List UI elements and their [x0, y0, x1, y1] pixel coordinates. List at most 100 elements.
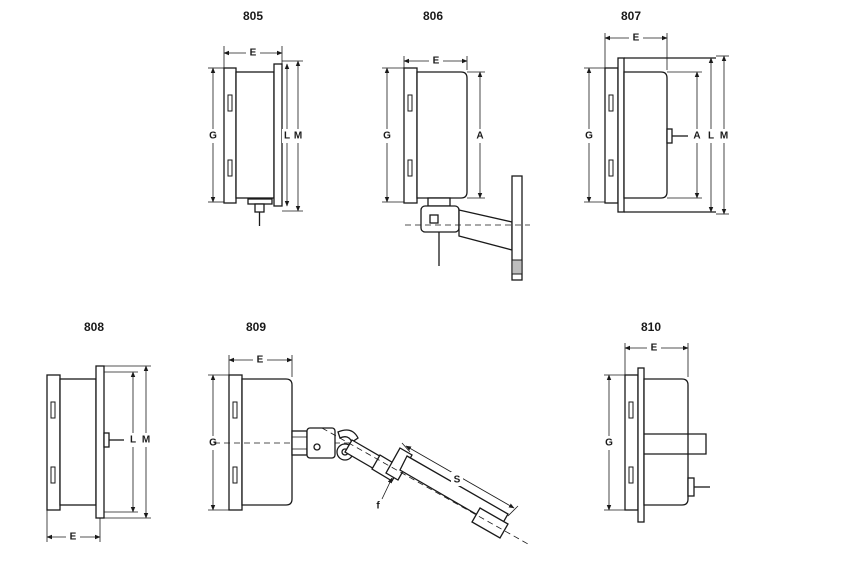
dim-m-808: M — [104, 365, 153, 519]
dim-m-807: M — [716, 55, 731, 215]
front-bezel-808 — [46, 374, 61, 511]
dim-a-806: A — [467, 71, 486, 199]
process-flange-806 — [420, 205, 460, 233]
mount-slot-810 — [628, 466, 634, 484]
stem-nut-805 — [254, 203, 265, 213]
mount-slot-806 — [407, 159, 413, 177]
back-boss-807 — [666, 128, 673, 144]
back-flange-805 — [273, 63, 283, 207]
dim-e-807: E — [604, 31, 668, 70]
bolt-806 — [429, 214, 439, 224]
title-806: 806 — [423, 9, 443, 23]
title-810: 810 — [641, 320, 661, 334]
dim-g-805: G — [207, 67, 224, 203]
dim-e-805: E — [223, 46, 283, 68]
dim-e-808: E — [46, 510, 101, 543]
case-body-808 — [59, 378, 97, 506]
figure-809: 809 E G — [207, 320, 529, 545]
label-e-808: E — [70, 532, 77, 543]
front-bezel-807 — [604, 67, 619, 204]
mount-slot-807 — [608, 94, 614, 112]
label-e-809: E — [257, 355, 264, 366]
dim-a-807: A — [667, 71, 703, 199]
title-809: 809 — [246, 320, 266, 334]
mount-slot-808 — [50, 401, 56, 419]
mount-slot-809 — [232, 466, 238, 484]
dim-l-807: L — [706, 57, 717, 213]
case-body-805 — [235, 71, 275, 199]
rear-boss-810 — [687, 477, 695, 497]
figure-808: 808 L M E — [46, 320, 153, 543]
label-a-807: A — [693, 131, 700, 142]
swivel-joint-809 — [306, 427, 336, 459]
figure-807: 807 E G A — [583, 9, 731, 215]
label-e-810: E — [651, 343, 658, 354]
mount-slot-808 — [50, 466, 56, 484]
label-m-807: M — [720, 131, 728, 142]
connector-nut-809 — [291, 430, 308, 456]
label-l-808: L — [130, 435, 136, 446]
mount-slot-809 — [232, 401, 238, 419]
mount-slot-806 — [407, 94, 413, 112]
label-m-808: M — [142, 435, 150, 446]
label-e-806: E — [433, 56, 440, 67]
dim-g-810: G — [603, 374, 625, 511]
front-bezel-805 — [223, 67, 237, 204]
label-f-809: f — [376, 501, 380, 512]
title-808: 808 — [84, 320, 104, 334]
bottom-boss-805 — [247, 198, 273, 205]
front-bezel-810 — [624, 374, 639, 511]
label-l-805: L — [284, 131, 290, 142]
front-bezel-809 — [228, 374, 243, 511]
label-g-805: G — [209, 131, 217, 142]
back-flange-808 — [95, 365, 105, 519]
label-s-809: S — [454, 475, 461, 486]
case-body-806 — [416, 71, 468, 199]
label-l-807: L — [708, 131, 714, 142]
label-e-805: E — [250, 48, 257, 59]
label-g-809: G — [209, 438, 217, 449]
label-e-807: E — [633, 33, 640, 44]
label-g-807: G — [585, 131, 593, 142]
mount-slot-805 — [227, 159, 233, 177]
probe-axis-809 — [321, 427, 529, 545]
elbow-cap-809 — [337, 429, 359, 443]
figure-805: 805 E G L — [207, 9, 305, 226]
dim-f-809: f — [376, 477, 393, 512]
dim-g-807: G — [583, 67, 605, 203]
title-805: 805 — [243, 9, 263, 23]
mount-frame-807 — [617, 57, 625, 213]
dim-g-806: G — [381, 67, 404, 203]
dim-l-805: L — [282, 63, 293, 207]
figure-810: 810 E G — [603, 320, 710, 523]
case-body-807 — [623, 71, 668, 199]
title-807: 807 — [621, 9, 641, 23]
connector-neck-806 — [427, 197, 451, 207]
case-body-809 — [241, 378, 293, 506]
mounting-bracket-810 — [644, 433, 707, 455]
back-boss-808 — [103, 432, 110, 448]
wall-plate-806 — [511, 175, 523, 281]
wall-plate-hatch-806 — [511, 259, 523, 275]
dim-m-805: M — [282, 60, 305, 212]
dim-s-809: S — [401, 442, 519, 517]
bracket-arm-806 — [458, 209, 513, 251]
dim-e-809: E — [228, 353, 293, 377]
mount-slot-805 — [227, 94, 233, 112]
case-body-810 — [643, 378, 689, 506]
label-g-806: G — [383, 131, 391, 142]
label-m-805: M — [294, 131, 302, 142]
panel-plate-810 — [637, 367, 645, 523]
mount-slot-807 — [608, 159, 614, 177]
pivot-pin-809 — [313, 443, 321, 451]
label-g-810: G — [605, 438, 613, 449]
dim-g-809: G — [207, 374, 229, 511]
dim-e-810: E — [624, 341, 689, 377]
figure-806: 806 E G A — [381, 9, 530, 281]
dim-l-808: L — [104, 371, 139, 513]
dim-e-806: E — [403, 54, 468, 70]
front-bezel-806 — [403, 67, 418, 204]
mount-slot-810 — [628, 401, 634, 419]
label-a-806: A — [476, 131, 483, 142]
